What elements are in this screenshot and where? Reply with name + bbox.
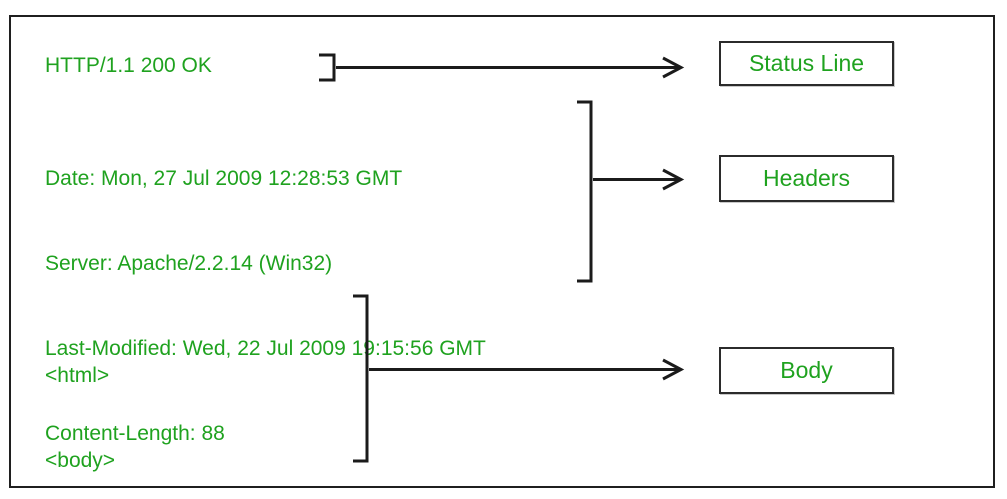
body-line: <html> xyxy=(45,363,110,387)
status-line-label-box: Status Line xyxy=(719,41,894,86)
headers-text-block: Date: Mon, 27 Jul 2009 12:28:53 GMT Serv… xyxy=(45,108,486,499)
header-line: Server: Apache/2.2.14 (Win32) xyxy=(45,252,333,276)
header-line: Content-Length: 88 xyxy=(45,422,225,446)
body-label-box: Body xyxy=(719,347,894,394)
body-line: <body> xyxy=(45,449,116,473)
headers-label-box: Headers xyxy=(719,155,894,202)
header-line: Last-Modified: Wed, 22 Jul 2009 19:15:56… xyxy=(45,337,486,361)
outer-frame xyxy=(9,15,995,488)
body-label: Body xyxy=(780,357,833,383)
body-text-block: <html> <body> <h1>Hello, World!</h1> </b… xyxy=(45,305,266,499)
status-line-text: HTTP/1.1 200 OK xyxy=(45,54,212,77)
status-line-label: Status Line xyxy=(748,50,865,76)
header-line: Date: Mon, 27 Jul 2009 12:28:53 GMT xyxy=(45,166,403,190)
headers-label: Headers xyxy=(763,165,850,191)
